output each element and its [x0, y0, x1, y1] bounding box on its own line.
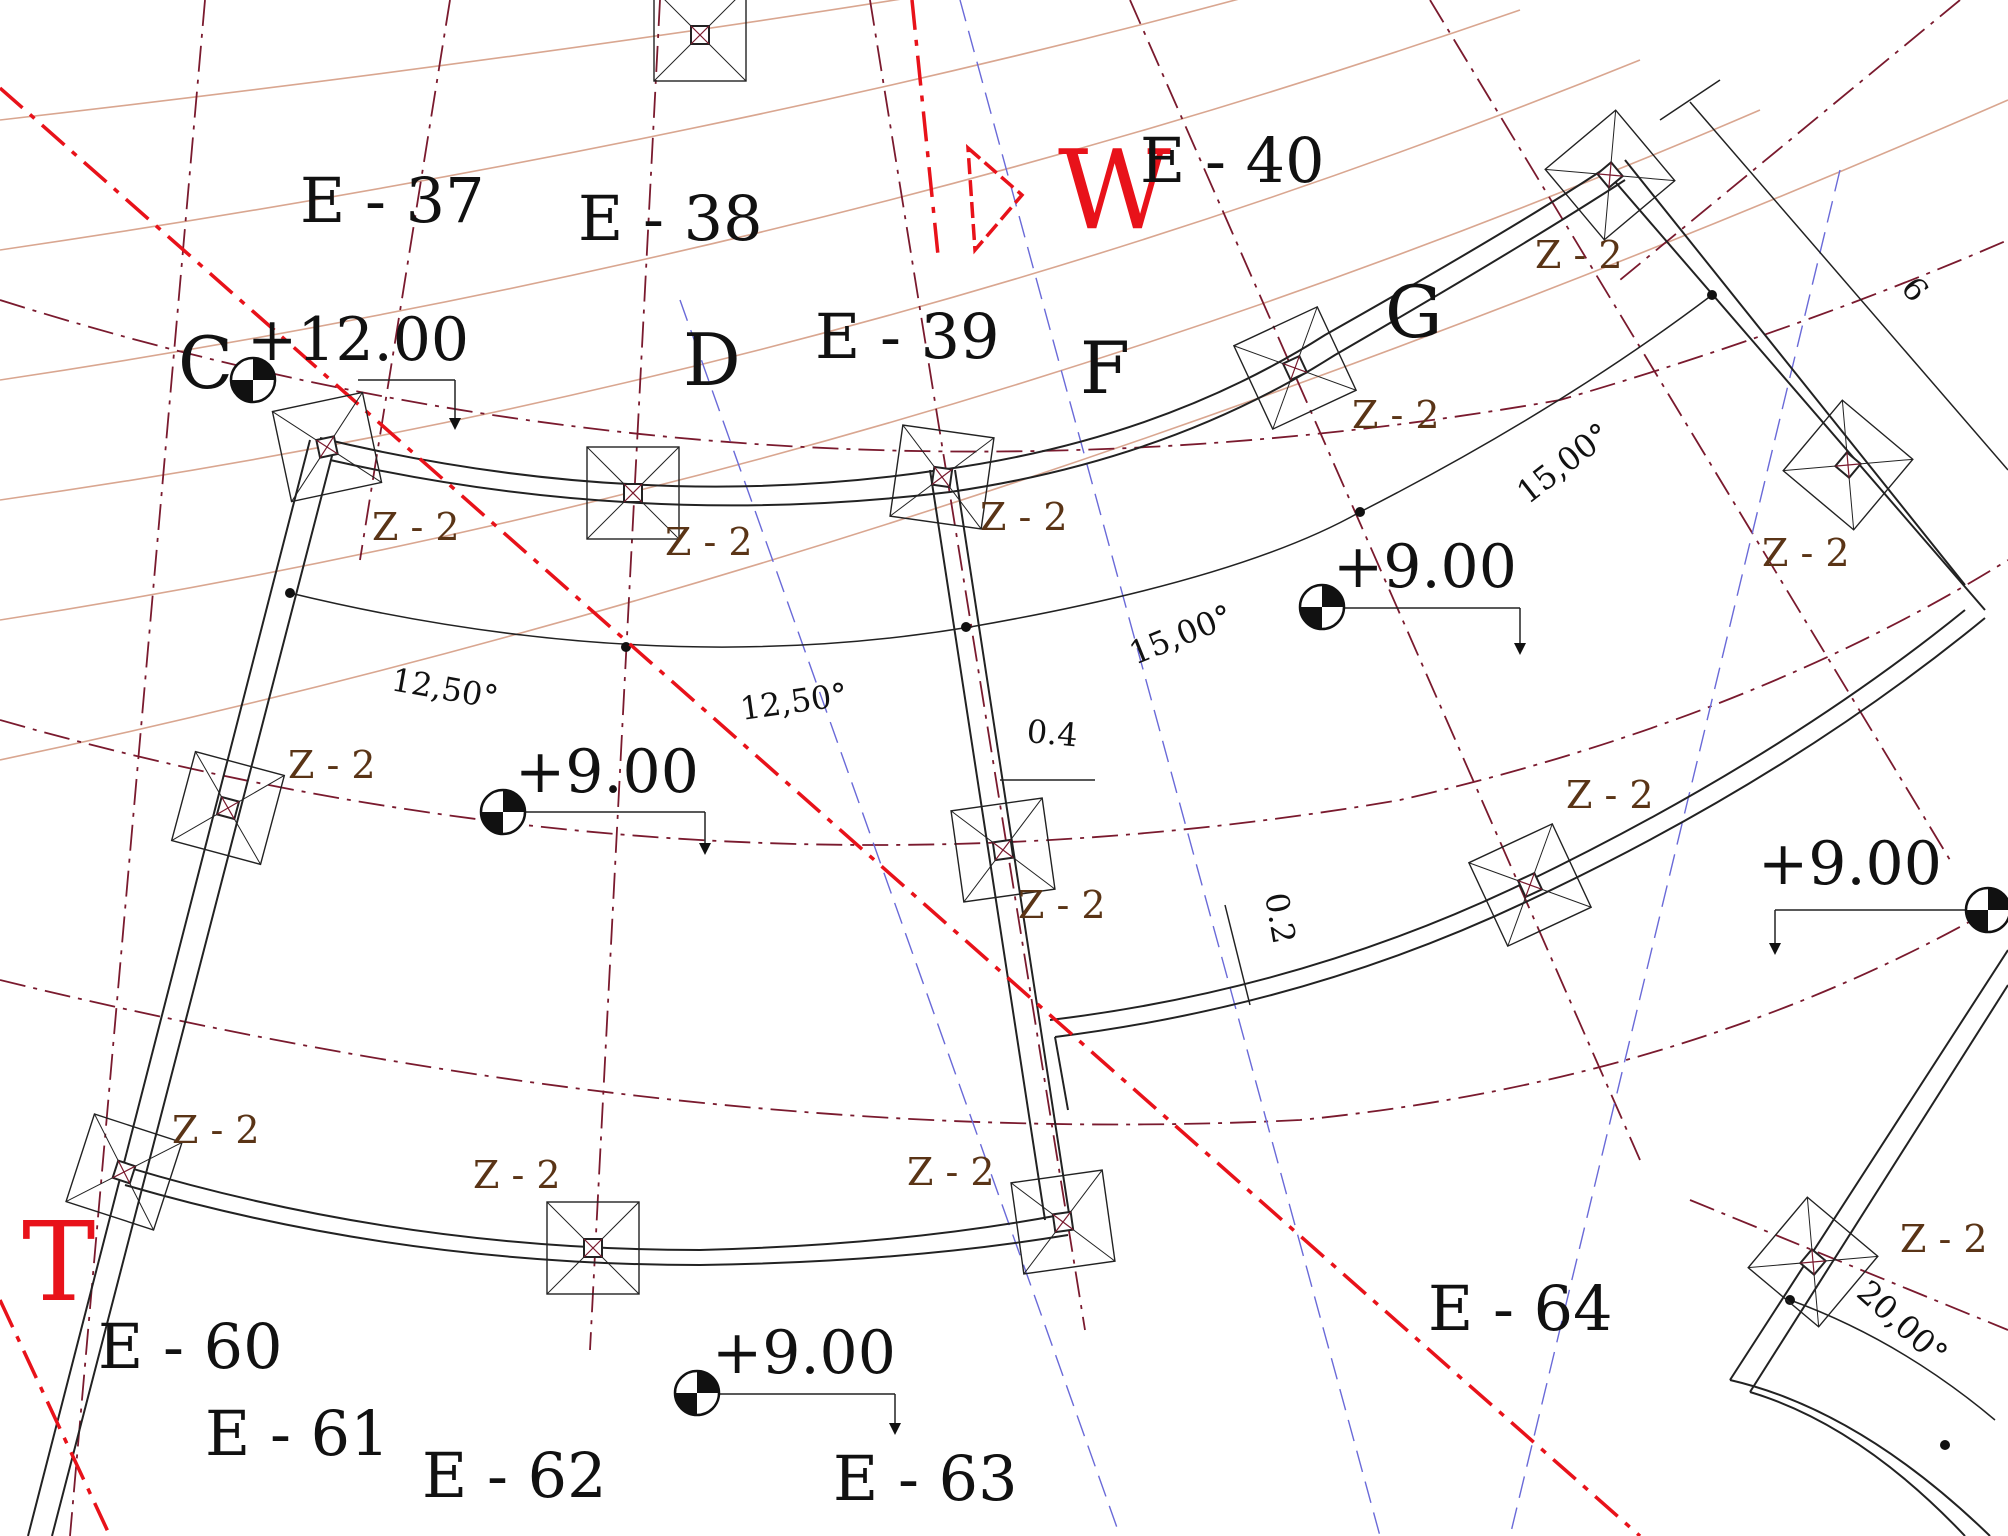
- column-footing: [653, 0, 747, 82]
- grid-label-e40: E - 40: [1140, 124, 1325, 197]
- axis-label-c: C: [178, 321, 233, 405]
- column-footing: [1544, 109, 1676, 241]
- grid-label-e64: E - 64: [1428, 1272, 1613, 1345]
- axis-label-d: D: [683, 318, 741, 402]
- column-footing: [65, 1113, 183, 1231]
- grid-label-e60: E - 60: [98, 1310, 283, 1383]
- elevation-marker-icon: [1964, 886, 2008, 934]
- column-footing: [170, 750, 286, 866]
- length-dimension: 6: [1894, 270, 1936, 309]
- column-footing: [1232, 305, 1358, 431]
- column-footing: [1747, 1196, 1879, 1328]
- column-footing: [1010, 1169, 1116, 1275]
- column-tags: Z - 2 Z - 2 Z - 2 Z - 2 Z - 2 Z - 2 Z - 2 Z - 2…: [172, 233, 1988, 1261]
- elevation-symbols: [229, 356, 2008, 1417]
- axis-label-f: F: [1080, 326, 1130, 410]
- column-tag-label: Z - 2: [372, 505, 460, 549]
- grid-label-e63: E - 63: [833, 1442, 1018, 1515]
- section-marker-t: T: [22, 1198, 95, 1326]
- elevation-marker-icon: [479, 788, 527, 836]
- dimension-arrowheads: [285, 290, 1950, 1450]
- column-footing: [271, 391, 383, 503]
- column-tag-label: Z - 2: [1762, 531, 1850, 575]
- section-marker-w: W: [1058, 126, 1171, 254]
- columns: [65, 0, 1914, 1328]
- column-tag-label: Z - 2: [907, 1150, 995, 1194]
- elevation-marker-icon: [673, 1369, 721, 1417]
- column-tag-label: Z - 2: [172, 1108, 260, 1152]
- thickness-dimension: 0.2: [1257, 890, 1303, 947]
- column-footing: [950, 797, 1056, 903]
- column-tag-label: Z - 2: [1566, 773, 1654, 817]
- column-tag-label: Z - 2: [288, 743, 376, 787]
- axis-label-g: G: [1385, 270, 1443, 354]
- section-arrow: [965, 143, 1025, 255]
- elevation-label: +9.00: [1758, 829, 1942, 899]
- column-footing: [1467, 822, 1593, 948]
- column-footing: [1782, 399, 1914, 531]
- column-tag-label: Z - 2: [665, 520, 753, 564]
- column-footing: [546, 1201, 640, 1295]
- elevation-marker-icon: [1298, 583, 1346, 631]
- column-footing: [586, 446, 680, 540]
- section-line: [0, 0, 1642, 1536]
- angle-dimension: 20,00°: [1850, 1273, 1955, 1373]
- column-footing: [889, 424, 995, 530]
- grid-label-e61: E - 61: [205, 1397, 390, 1470]
- column-tag-label: Z - 2: [980, 495, 1068, 539]
- angle-dimension: 12,50°: [738, 675, 850, 728]
- elevation-label: +9.00: [712, 1318, 896, 1388]
- grid-label-e37: E - 37: [300, 164, 485, 237]
- column-tag-label: Z - 2: [1535, 233, 1623, 277]
- elevation-label: +12.00: [247, 305, 469, 375]
- elevation-label: +9.00: [515, 737, 699, 807]
- column-tag-label: Z - 2: [1352, 393, 1440, 437]
- grid-label-e62: E - 62: [422, 1439, 607, 1512]
- elevation-marker-icon: [229, 356, 277, 404]
- grid-label-e38: E - 38: [578, 182, 763, 255]
- thickness-dimension: 0.4: [1025, 712, 1079, 754]
- angle-dimension: 15,00°: [1124, 597, 1238, 673]
- angle-dimension: 15,00°: [1510, 415, 1618, 511]
- column-tag-label: Z - 2: [1018, 883, 1106, 927]
- angle-dimension: 12,50°: [389, 660, 502, 716]
- grid-label-e39: E - 39: [815, 300, 1000, 373]
- column-tag-label: Z - 2: [473, 1153, 561, 1197]
- blue-dashed-lines: [679, 0, 1841, 1536]
- contour-arcs: [0, 0, 2008, 761]
- column-tag-label: Z - 2: [1900, 1217, 1988, 1261]
- elevation-label: +9.00: [1333, 532, 1517, 602]
